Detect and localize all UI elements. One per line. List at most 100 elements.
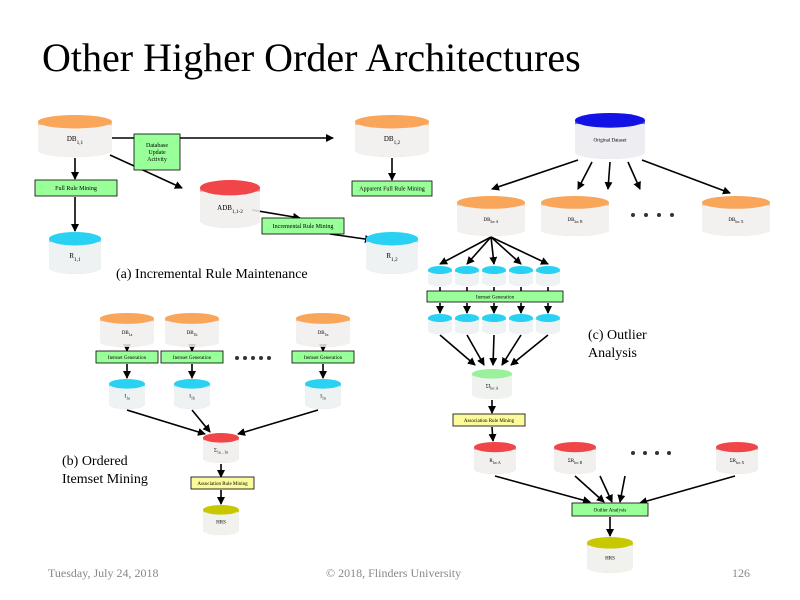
- db-1n-cylinder-label: DB1n: [318, 331, 329, 337]
- arrow-original-to-dbb-1: [577, 161, 593, 190]
- footer-page-number: 126: [732, 566, 750, 580]
- i-1a-cylinder-label: I1a: [124, 395, 130, 401]
- full-rule-mining-box: Full Rule Mining: [34, 179, 118, 197]
- sum-1a-1n-cylinder-label: Σ1a…1n: [214, 449, 228, 455]
- incremental-rule-mining-box-label: Incremental Rule Mining: [273, 224, 334, 230]
- i-1b-cylinder: I1b: [174, 379, 210, 410]
- db-1-2-cylinder-label: DB1,2: [384, 135, 401, 146]
- full-rule-mining-box-label: Full Rule Mining: [55, 186, 97, 192]
- association-rule-mining-box-b-label: Association Rule Mining: [197, 482, 248, 487]
- db-1-2-cylinder: DB1,2: [355, 115, 429, 157]
- db-1b-cylinder-label: DB1b: [187, 331, 198, 337]
- arrow-rlocb-2-to-outlier: [599, 475, 613, 503]
- arrow-dba-to-partition-4: [490, 236, 549, 265]
- arrow-original-to-dba: [491, 159, 579, 191]
- partition-cylinder-top-3: [509, 266, 533, 286]
- ellipsis-section-c-r: [631, 451, 671, 455]
- db-loc-A-cylinder-label: DBloc A: [484, 218, 499, 224]
- r-loc-A-cylinder-label: Rloc A: [489, 459, 501, 465]
- i-1n-cylinder: I1n: [305, 379, 341, 410]
- r-1-2-cylinder-label: R1,2: [386, 252, 398, 263]
- sum-1a-1n-cylinder: Σ1a…1n: [203, 433, 239, 464]
- db-1a-cylinder-label: DB1a: [122, 331, 133, 337]
- itemset-generation-box-1-label: Itemset Generation: [173, 356, 212, 361]
- arrow-i1n-to-sum: [237, 409, 319, 436]
- caption-outlier-analysis: (c) Outlier Analysis: [588, 327, 647, 363]
- adb-cylinder: ADB1,1-2: [200, 180, 260, 229]
- adb-cylinder-label: ADB1,1-2: [217, 204, 243, 215]
- arrow-partition-to-sum-2: [489, 334, 498, 366]
- i-1b-cylinder-label: I1b: [189, 395, 195, 401]
- arrow-partition-to-sum-3: [501, 334, 522, 366]
- arrow-incremental-to-r12: [329, 233, 373, 243]
- db-1-1-cylinder: DB1,1: [38, 115, 112, 157]
- partition-cylinder-top-1: [455, 266, 479, 286]
- partition-cylinder-top-4: [536, 266, 560, 286]
- arrow-rlocx-to-outlier: [639, 475, 736, 505]
- database-update-activity-box-label-line: Database: [146, 143, 168, 149]
- caption-ordered-itemset-mining: (b) Ordered Itemset Mining: [62, 453, 148, 489]
- arrow-i1b-to-sum: [191, 409, 211, 433]
- r-1-1-cylinder: R1,1: [49, 232, 101, 274]
- r-loc-X-cylinder: ΣRloc X: [716, 442, 758, 474]
- r-loc-A-cylinder: Rloc A: [474, 442, 516, 474]
- arrow-rlocb-1-to-outlier: [574, 475, 605, 503]
- itemset-generation-box-2-label: Itemset Generation: [304, 356, 343, 361]
- r-loc-X-cylinder-label: ΣRloc X: [730, 459, 745, 465]
- slide-title: Other Higher Order Architectures: [42, 35, 581, 80]
- itemset-generation-box-c-label: Itemset Generation: [476, 295, 515, 300]
- diagram-arrows: [71, 134, 736, 537]
- outlier-analysis-box-label: Outlier Analysis: [594, 508, 627, 513]
- caption-line: (b) Ordered: [62, 454, 128, 469]
- db-loc-X-cylinder: DBloc X: [702, 196, 770, 236]
- association-rule-mining-box-c: Association Rule Mining: [452, 413, 526, 427]
- footer-date: Tuesday, July 24, 2018: [48, 566, 159, 580]
- arrow-partition-to-sum-4: [510, 334, 549, 366]
- r-1-1-cylinder-label: R1,1: [69, 252, 81, 263]
- arrow-db11-to-adb: [109, 154, 183, 189]
- arrow-rloca-to-outlier: [494, 475, 591, 505]
- db-loc-B-cylinder-label: DBloc B: [568, 218, 583, 224]
- arrow-dba-to-partition-1: [466, 236, 492, 265]
- caption-incremental-rule-maintenance: (a) Incremental Rule Maintenance: [116, 267, 308, 282]
- association-rule-mining-box-c-label: Association Rule Mining: [464, 419, 515, 424]
- caption-line: Itemset Mining: [62, 472, 148, 487]
- partition-cylinder-top-0: [428, 266, 452, 286]
- footer-copyright: © 2018, Flinders University: [326, 566, 462, 580]
- db-1n-cylinder: DB1n: [296, 313, 350, 347]
- i-1a-cylinder: I1a: [109, 379, 145, 409]
- i-1n-cylinder-label: I1n: [320, 395, 326, 401]
- arrow-dba-to-partition-0: [439, 236, 492, 265]
- r-loc-B-cylinder: ΣRloc B: [554, 442, 596, 474]
- database-update-activity-box-label-line: Update: [148, 150, 166, 156]
- apparent-full-rule-mining-box: Apparent Full Rule Mining: [351, 180, 433, 197]
- itemset-generation-box-c: Itemset Generation: [426, 290, 564, 303]
- arrow-i1a-to-sum: [126, 409, 206, 436]
- arrow-partition-to-sum-0: [439, 334, 476, 366]
- db-loc-B-cylinder: DBloc B: [541, 196, 609, 236]
- r-loc-B-cylinder-label: ΣRloc B: [568, 459, 583, 465]
- partition-cylinder-bottom-4: [536, 314, 560, 334]
- hrs-cylinder-b: HRS: [203, 505, 239, 536]
- sum-i-loca-cylinder: ΣIloc A: [472, 369, 512, 400]
- arrow-rlocb-3-to-outlier: [617, 475, 626, 503]
- partition-cylinder-bottom-0: [428, 314, 452, 334]
- db-loc-A-cylinder: DBloc A: [457, 196, 525, 236]
- incremental-rule-mining-box: Incremental Rule Mining: [261, 217, 345, 235]
- itemset-generation-box-1: Itemset Generation: [160, 350, 224, 364]
- caption-line: (c) Outlier: [588, 328, 647, 343]
- outlier-analysis-box: Outlier Analysis: [571, 502, 649, 517]
- itemset-generation-box-0: Itemset Generation: [95, 350, 159, 364]
- hrs-cylinder-c: HRS: [587, 537, 633, 573]
- arrow-original-to-dbx: [641, 159, 731, 195]
- arrow-dba-to-partition-3: [490, 236, 522, 265]
- db-1a-cylinder: DB1a: [100, 313, 154, 347]
- r-1-2-cylinder: R1,2: [366, 232, 418, 274]
- itemset-generation-box-2: Itemset Generation: [291, 350, 355, 364]
- arrow-original-to-dbb-2: [604, 161, 613, 190]
- partition-cylinder-bottom-3: [509, 314, 533, 334]
- database-update-activity-box-label-line: Activity: [147, 157, 167, 163]
- sum-i-loca-cylinder-label: ΣIloc A: [486, 385, 499, 391]
